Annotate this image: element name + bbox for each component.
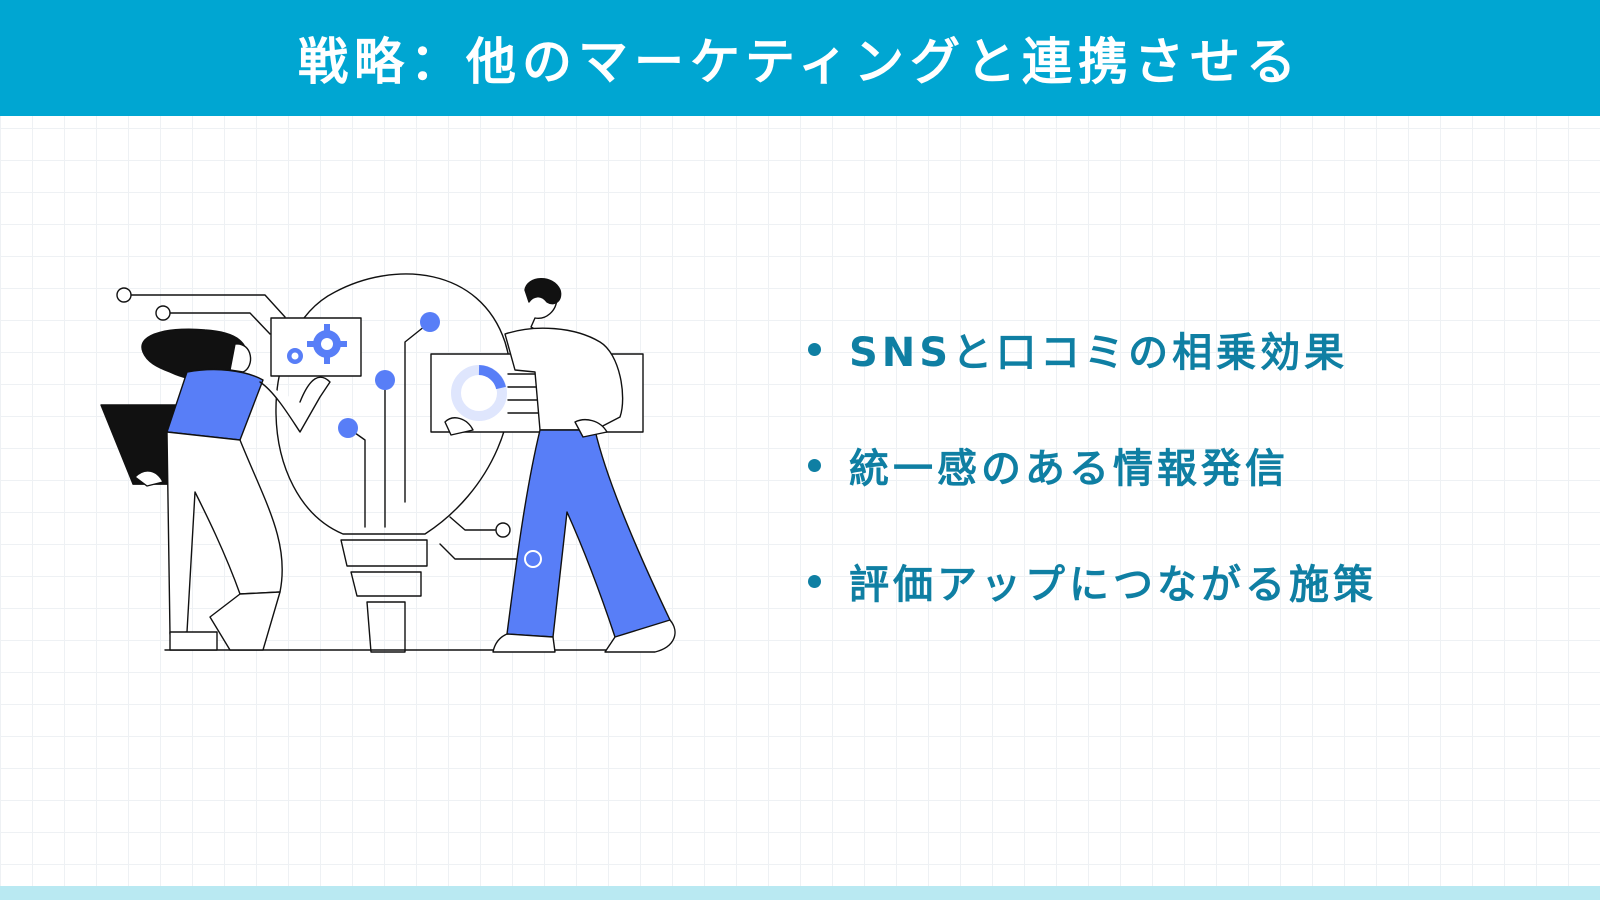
teamwork-illustration	[95, 272, 695, 672]
header-bar: 戦略：他のマーケティングと連携させる	[0, 0, 1600, 116]
bullet-text: 統一感のある情報発信	[849, 446, 1289, 492]
donut-chart-icon	[451, 365, 507, 421]
bullet-dot	[808, 458, 821, 472]
gear-icon	[287, 324, 347, 364]
bullet-dot	[808, 574, 821, 588]
footer-bar	[0, 886, 1600, 900]
lightbulb-icon	[275, 273, 513, 653]
bullet-text: 評価アップにつながる施策	[849, 562, 1377, 608]
bullet-dot	[808, 342, 821, 356]
bullet-list: SNSと口コミの相乗効果 統一感のある情報発信 評価アップにつながる施策	[808, 325, 1568, 673]
list-item: SNSと口コミの相乗効果	[808, 325, 1568, 376]
list-item: 評価アップにつながる施策	[808, 557, 1568, 608]
list-item: 統一感のある情報発信	[808, 441, 1568, 492]
page-title: 戦略：他のマーケティングと連携させる	[298, 33, 1302, 91]
bullet-text: SNSと口コミの相乗効果	[849, 330, 1349, 376]
